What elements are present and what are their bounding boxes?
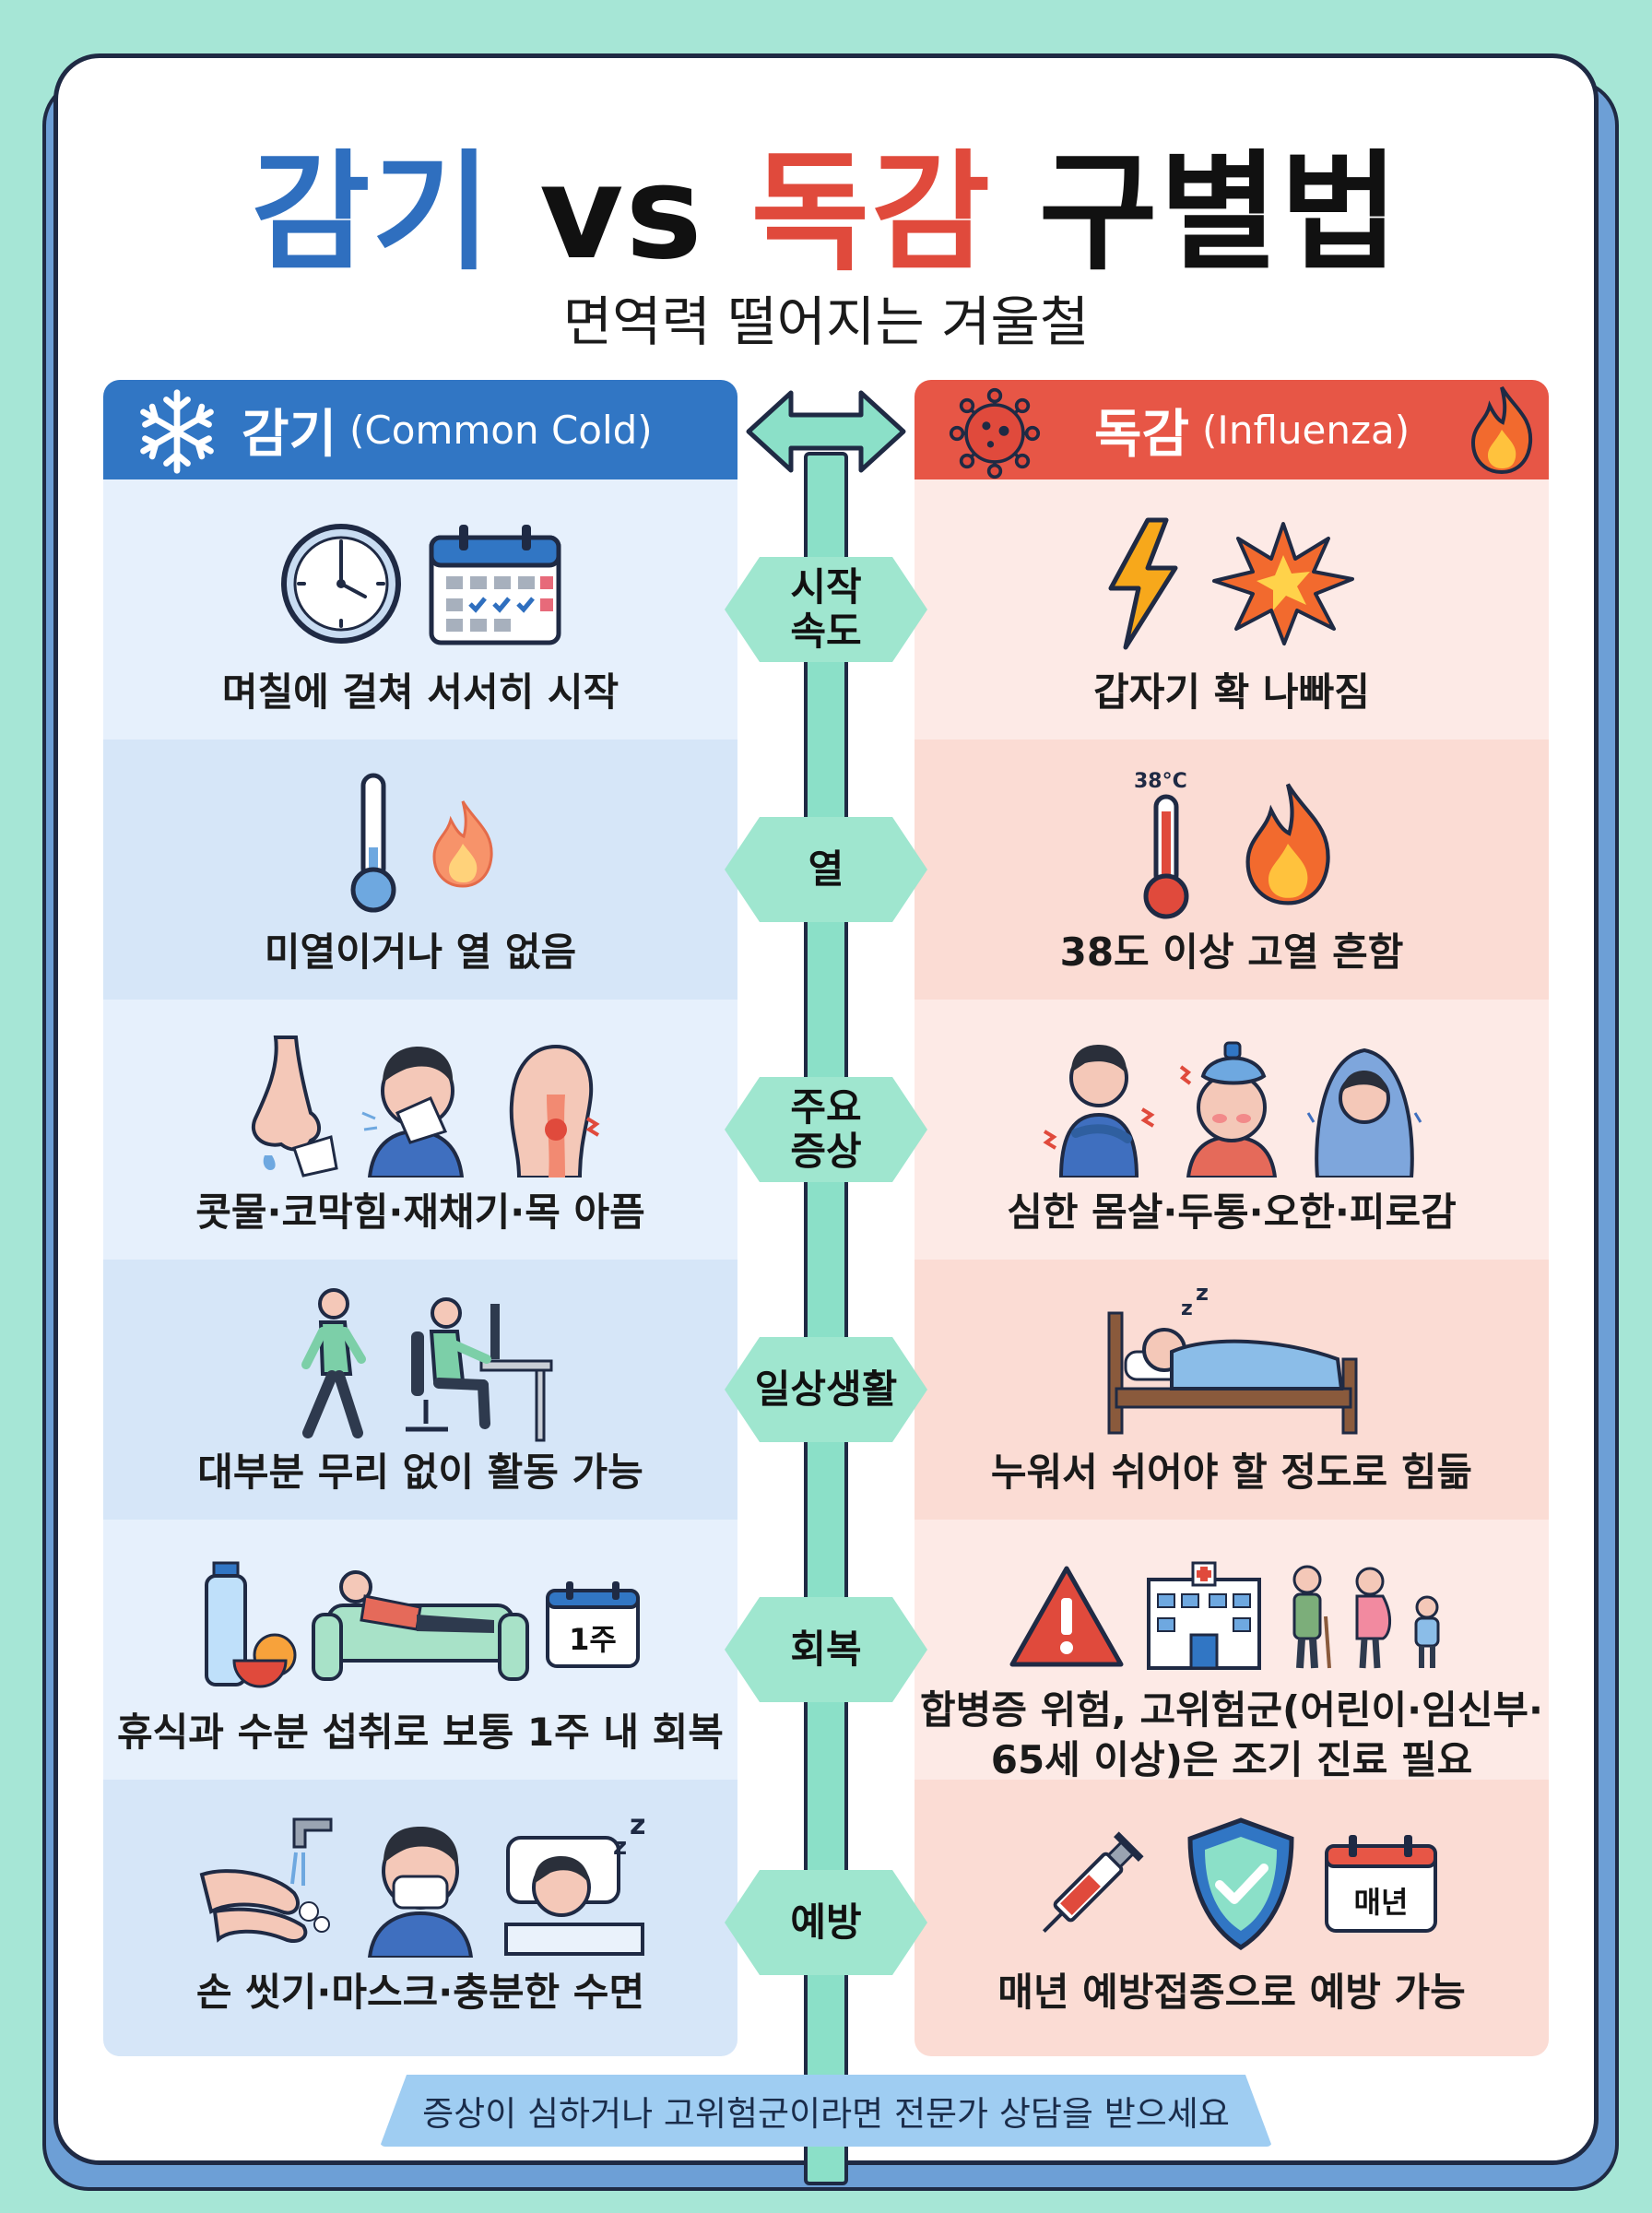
flu-header-english: (Influenza): [1202, 407, 1410, 453]
title-cold: 감기: [251, 138, 493, 289]
category-fever-l1: 열: [808, 846, 844, 892]
snowflake-icon: [140, 389, 214, 474]
thermometer-temp-text: 38°C: [1134, 770, 1187, 793]
flu-row-prevention: 매년 매년 예방접종으로 예방 가능: [914, 1780, 1549, 2056]
page-subtitle: 면역력 떨어지는 겨울철: [562, 290, 1090, 353]
clock-icon: [281, 524, 401, 644]
category-recovery: 회복: [723, 1580, 929, 1719]
walking-person-icon: [301, 1288, 366, 1438]
shield-check-icon: [1187, 1817, 1294, 1950]
high-risk-group-icon: [1292, 1565, 1440, 1669]
water-bottle-icon: [205, 1561, 297, 1688]
flu-row-daily: z z 누워서 쉬어야 할 정도로 힘듦: [914, 1260, 1549, 1520]
zzz-icon-flu-2: z: [1196, 1285, 1209, 1306]
cold-row-daily: 대부분 무리 없이 활동 가능: [103, 1260, 738, 1520]
flu-header: 독감 (Influenza): [914, 380, 1549, 479]
sore-throat-icon: [509, 1044, 600, 1178]
cold-daily-text: 대부분 무리 없이 활동 가능: [197, 1450, 643, 1495]
title-flu: 독감: [750, 138, 993, 289]
runny-nose-icon: [252, 1035, 338, 1178]
cold-onset-text: 며칠에 걸쳐 서서히 시작: [221, 669, 620, 715]
cold-prevention-text: 손 씻기·마스크·충분한 수면: [195, 1970, 645, 2015]
thermometer-low-icon: [350, 773, 396, 913]
bedridden-icon: z z: [1107, 1285, 1358, 1435]
cold-header-name: 감기: [242, 404, 337, 465]
footer-advice: 증상이 심하거나 고위험군이라면 전문가 상담을 받으세요: [380, 2075, 1272, 2147]
category-symptoms-l1: 주요: [790, 1084, 862, 1130]
category-onset-l2: 속도: [790, 609, 862, 654]
body-ache-person-icon: [1043, 1045, 1155, 1178]
category-recovery-l1: 회복: [790, 1627, 862, 1672]
badge-arrow-shape: [725, 817, 927, 922]
flu-recovery-text: 합병증 위험, 고위험군(어린이·임신부· 65세 이상)은 조기 진료 필요: [914, 1686, 1549, 1785]
sneezing-person-icon: [361, 1047, 465, 1178]
flu-prevention-text: 매년 예방접종으로 예방 가능: [997, 1970, 1466, 2015]
category-onset: 시작 속도: [723, 540, 929, 679]
mask-person-icon: [367, 1827, 474, 1958]
zzz-icon: z: [613, 1833, 627, 1861]
page-title: 감기 vs 독감 구별법: [0, 109, 1652, 295]
category-symptoms: 주요 증상: [723, 1060, 929, 1199]
burst-icon: [1212, 522, 1354, 645]
title-vs: vs: [539, 138, 704, 289]
category-daily-l1: 일상생활: [754, 1367, 898, 1412]
flu-daily-text: 누워서 쉬어야 할 정도로 힘듦: [990, 1450, 1473, 1495]
cold-fever-text: 미열이거나 열 없음: [264, 929, 577, 975]
syringe-icon: [1042, 1831, 1144, 1934]
zzz-icon-flu: z: [1181, 1297, 1193, 1320]
cold-symptoms-text: 콧물·코막힘·재채기·목 아픔: [195, 1189, 645, 1235]
flu-header-name: 독감: [1094, 404, 1190, 465]
flu-symptoms-text: 심한 몸살·두통·오한·피로감: [1007, 1189, 1457, 1235]
cold-recovery-text: 휴식과 수분 섭취로 보통 1주 내 회복: [117, 1710, 724, 1755]
double-arrow-icon: [746, 390, 906, 473]
sleeping-icon: z z: [504, 1810, 645, 1956]
badge-arrow-shape: [725, 1077, 927, 1182]
flu-row-recovery: 합병증 위험, 고위험군(어린이·임신부· 65세 이상)은 조기 진료 필요: [914, 1520, 1549, 1782]
resting-on-sofa-icon: [312, 1570, 529, 1681]
hand-washing-icon: [199, 1817, 333, 1944]
category-daily: 일상생활: [723, 1320, 929, 1459]
badge-arrow-shape: [725, 1597, 927, 1702]
calendar-icon: [429, 525, 561, 645]
category-prevention: 예방: [723, 1853, 929, 1992]
cold-row-prevention: z z 손 씻기·마스크·충분한 수면: [103, 1780, 738, 2056]
badge-arrow-shape: [725, 1870, 927, 1975]
thermometer-high-icon: 38°C: [1134, 770, 1189, 919]
flu-recovery-line1: 합병증 위험, 고위험군(어린이·임신부·: [920, 1687, 1543, 1733]
calendar-week-text: 1주: [569, 1622, 617, 1657]
flu-fever-text: 38도 이상 고열 흔함: [1059, 929, 1404, 975]
cold-row-fever: 미열이거나 열 없음: [103, 740, 738, 1000]
calendar-week-icon: 1주: [546, 1581, 640, 1668]
flu-recovery-line2: 65세 이상)은 조기 진료 필요: [990, 1737, 1473, 1782]
category-symptoms-l2: 증상: [790, 1129, 862, 1174]
cold-header-english: (Common Cold): [349, 407, 653, 453]
category-prevention-l1: 예방: [790, 1899, 862, 1945]
small-fire-icon: [432, 800, 493, 888]
warning-icon: [1009, 1566, 1124, 1667]
cold-header: 감기 (Common Cold): [103, 380, 738, 479]
badge-arrow-shape: [725, 557, 927, 662]
desk-worker-icon: [406, 1297, 553, 1442]
virus-icon: [949, 387, 1041, 479]
hospital-icon: [1147, 1561, 1261, 1670]
flu-onset-text: 갑자기 확 나빠짐: [1093, 669, 1370, 715]
title-suffix: 구별법: [1038, 138, 1401, 289]
calendar-yearly-icon: 매년: [1325, 1835, 1437, 1933]
flu-row-onset: 갑자기 확 나빠짐: [914, 479, 1549, 740]
fire-icon: [1470, 385, 1533, 475]
zzz-icon-2: z: [630, 1810, 645, 1841]
flu-row-fever: 38°C 38도 이상 고열 흔함: [914, 740, 1549, 1000]
headache-person-icon: [1179, 1041, 1278, 1178]
flu-row-symptoms: 심한 몸살·두통·오한·피로감: [914, 1000, 1549, 1260]
lightning-icon: [1108, 517, 1178, 650]
cold-row-recovery: 1주 휴식과 수분 섭취로 보통 1주 내 회복: [103, 1520, 738, 1780]
badge-arrow-shape: [725, 1337, 927, 1442]
cold-row-symptoms: 콧물·코막힘·재채기·목 아픔: [103, 1000, 738, 1260]
category-fever: 열: [723, 800, 929, 939]
category-onset-l1: 시작: [790, 564, 862, 609]
calendar-yearly-text: 매년: [1354, 1885, 1409, 1920]
big-fire-icon: [1245, 783, 1330, 905]
cold-row-onset: 며칠에 걸쳐 서서히 시작: [103, 479, 738, 740]
chills-person-icon: [1306, 1047, 1422, 1178]
